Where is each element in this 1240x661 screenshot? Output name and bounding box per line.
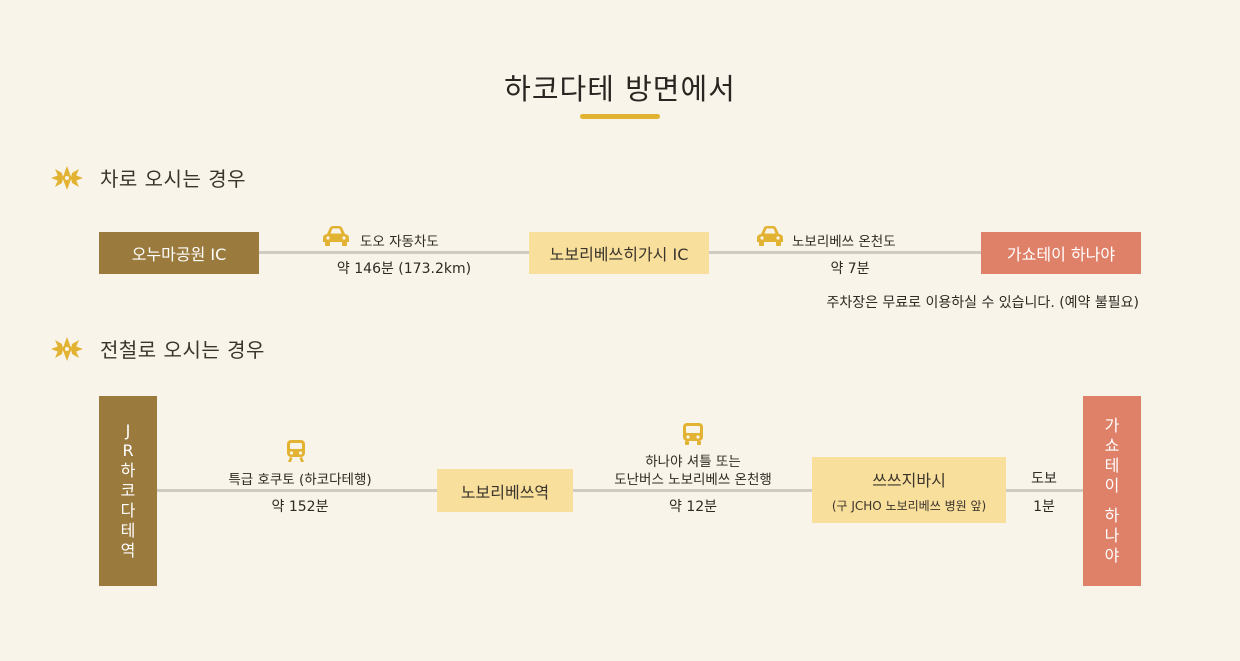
train-leg3-time: 1분 — [1033, 499, 1055, 515]
train-leg2-label-line1: 하나야 셔틀 또는 — [645, 454, 741, 470]
train-start-station: J R 하 코 다 테 역 — [99, 396, 157, 586]
train-mid-station-2: 쓰쓰지바시 (구 JCHO 노보리베쓰 병원 앞) — [812, 457, 1006, 523]
flower-crest-icon — [51, 165, 83, 190]
train-destination: 가 쇼 테 이 하 나 야 — [1083, 396, 1141, 586]
mid-station-2-title: 쓰쓰지바시 — [872, 470, 946, 490]
car-leg2-time: 약 7분 — [830, 261, 870, 277]
page-title: 하코다테 방면에서 — [504, 72, 736, 106]
train-mid-station-1: 노보리베쓰역 — [437, 469, 573, 512]
car-leg1-label: 도오 자동차도 — [360, 234, 439, 250]
car-start-station: 오누마공원 IC — [99, 232, 259, 274]
bus-icon — [683, 423, 703, 445]
car-icon — [757, 226, 783, 246]
mid-station-2-subtitle: (구 JCHO 노보리베쓰 병원 앞) — [831, 498, 987, 513]
car-route-line-2 — [708, 251, 982, 254]
train-leg1-label: 특급 호쿠토 (하코다테행) — [228, 472, 372, 488]
car-leg1-time: 약 146분 (173.2km) — [336, 261, 472, 277]
car-section-heading: 차로 오시는 경우 — [50, 163, 246, 192]
train-leg2-label-line2: 도난버스 노보리베쓰 온천행 — [614, 472, 772, 488]
car-section-title: 차로 오시는 경우 — [100, 167, 247, 191]
car-route-line-1 — [258, 251, 530, 254]
train-section-heading: 전철로 오시는 경우 — [50, 334, 265, 363]
train-route-line — [156, 489, 1084, 492]
title-underline — [580, 114, 660, 119]
train-section-title: 전철로 오시는 경우 — [100, 338, 265, 362]
train-leg2-time: 약 12분 — [668, 499, 718, 515]
car-mid-station: 노보리베쓰히가시 IC — [529, 232, 709, 274]
car-leg2-label: 노보리베쓰 온천도 — [792, 234, 896, 250]
train-leg1-time: 약 152분 — [271, 499, 329, 515]
parking-note: 주차장은 무료로 이용하실 수 있습니다. (예약 불필요) — [826, 295, 1139, 311]
car-icon — [323, 226, 349, 246]
train-leg3-label: 도보 — [1031, 471, 1057, 487]
flower-crest-icon — [51, 336, 83, 361]
train-icon — [287, 440, 305, 462]
car-destination: 가쇼테이 하나야 — [981, 232, 1141, 274]
